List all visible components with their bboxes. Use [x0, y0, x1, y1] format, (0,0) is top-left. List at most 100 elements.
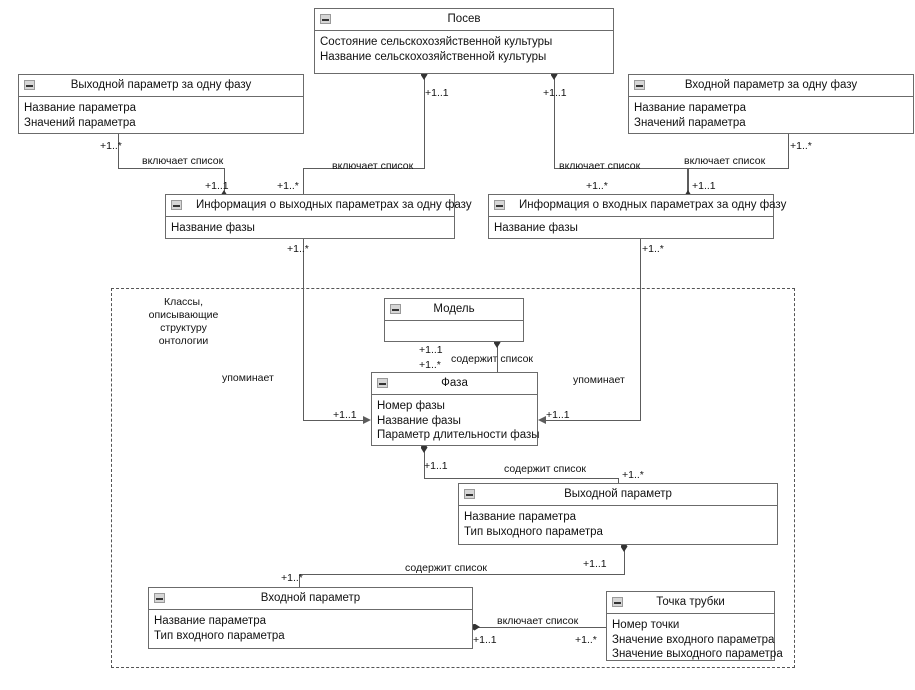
class-attributes-in-param-phase: Название параметра Значений параметра	[629, 97, 913, 135]
class-attribute: Название фазы	[494, 222, 578, 234]
composition-diamond-inparam-tube	[469, 623, 480, 631]
relation-label-outparam-inparam: содержит список	[405, 562, 488, 574]
class-attribute: Значение выходного параметра	[612, 648, 783, 660]
class-box-model[interactable]: Модель	[384, 298, 524, 342]
class-header-out-param: Выходной параметр	[459, 484, 777, 506]
class-box-in-param-phase[interactable]: Входной параметр за одну фазу Название п…	[628, 74, 914, 134]
connector-infoout-faza-vert	[303, 238, 304, 420]
multiplicity-infoin-left: +1..*	[586, 180, 608, 192]
connector-inphase-infoin-vert	[788, 133, 789, 168]
class-attribute: Значений параметра	[24, 116, 136, 129]
connector-outparam-inparam-vert	[624, 549, 625, 574]
multiplicity-infoin-right: +1..1	[692, 180, 716, 192]
class-title-model: Модель	[433, 303, 475, 315]
multiplicity-faza-left: +1..1	[333, 409, 357, 421]
connector-posev-infoin-vert	[554, 73, 555, 168]
multiplicity-outparam-up: +1..*	[622, 469, 644, 481]
class-attribute: Название параметра	[634, 102, 746, 114]
relation-label-outphase-infoout: включает список	[142, 155, 224, 167]
collapse-icon[interactable]	[171, 200, 182, 210]
ontology-structure-group-frame	[111, 288, 795, 668]
class-box-info-out[interactable]: Информация о выходных параметрах за одну…	[165, 194, 472, 241]
collapse-icon[interactable]	[390, 304, 401, 314]
class-header-tube-point: Точка трубки	[607, 592, 774, 614]
connector-faza-outparam-vert	[424, 450, 425, 478]
class-header-model: Модель	[385, 299, 523, 321]
class-attribute: Название фазы	[171, 222, 255, 234]
class-attribute: Тип входного параметра	[154, 629, 285, 642]
collapse-icon[interactable]	[464, 489, 475, 499]
composition-diamond-model-faza	[493, 337, 501, 348]
multiplicity-model-down: +1..1	[419, 344, 443, 356]
multiplicity-infoin-down: +1..*	[642, 243, 664, 255]
multiplicity-infoout-left: +1..1	[205, 180, 229, 192]
class-header-in-param-phase: Входной параметр за одну фазу	[629, 75, 913, 97]
class-attributes-in-param: Название параметра Тип входного параметр…	[149, 610, 472, 648]
class-title-posev: Посев	[447, 13, 481, 25]
relation-label-infoin-faza: упоминает	[573, 374, 625, 386]
connector-inparam-tube-horz	[473, 627, 606, 628]
class-header-out-param-phase: Выходной параметр за одну фазу	[19, 75, 303, 97]
collapse-icon[interactable]	[634, 80, 645, 90]
group-note-line-2: описывающие	[148, 309, 219, 321]
class-header-info-out: Информация о выходных параметрах за одну…	[166, 195, 472, 217]
class-title-tube-point: Точка трубки	[656, 596, 725, 608]
class-attribute: Название параметра	[464, 511, 576, 523]
class-attributes-posev: Состояние сельскохозяйственной культуры …	[315, 31, 613, 69]
connector-posev-infoin-drop	[687, 168, 688, 195]
relation-label-inphase-infoin: включает список	[684, 155, 766, 167]
class-attributes-model	[385, 321, 523, 342]
class-box-out-param[interactable]: Выходной параметр Название параметра Тип…	[458, 483, 778, 545]
arrowhead-infoout-faza	[363, 416, 371, 424]
connector-outphase-infoout-drop	[224, 168, 225, 195]
class-title-info-in: Информация о входных параметрах за одну …	[519, 199, 787, 211]
collapse-icon[interactable]	[320, 14, 331, 24]
class-attribute: Значение входного параметра	[612, 633, 775, 646]
relation-label-posev-infoout: включает список	[332, 160, 414, 172]
connector-outphase-infoout-vert	[118, 133, 119, 168]
class-attributes-out-param: Название параметра Тип выходного парамет…	[459, 506, 777, 544]
connector-posev-infoout-drop	[303, 168, 304, 195]
class-box-in-param[interactable]: Входной параметр Название параметра Тип …	[148, 587, 473, 649]
connector-infoin-faza-vert	[640, 238, 641, 420]
connector-inphase-infoin-drop	[688, 168, 689, 195]
composition-diamond-posev-infoin	[550, 69, 558, 80]
group-note-line-4: онтологии	[158, 335, 209, 347]
ontology-structure-group-note: Классы, описывающие структуру онтологии	[126, 296, 241, 348]
multiplicity-faza-down: +1..1	[424, 460, 448, 472]
multiplicity-inparam-up: +1..*	[281, 572, 303, 584]
collapse-icon[interactable]	[24, 80, 35, 90]
class-attribute: Название параметра	[154, 615, 266, 627]
class-box-tube-point[interactable]: Точка трубки Номер точки Значение входно…	[606, 591, 783, 661]
connector-outparam-inparam-horz	[299, 574, 625, 575]
collapse-icon[interactable]	[612, 597, 623, 607]
relation-label-inparam-tube: включает список	[497, 615, 579, 627]
class-attribute: Название фазы	[377, 414, 461, 427]
collapse-icon[interactable]	[154, 593, 165, 603]
connector-posev-infoout-vert	[424, 73, 425, 168]
group-note-line-3: структуру	[160, 322, 207, 334]
collapse-icon[interactable]	[494, 200, 505, 210]
class-box-info-in[interactable]: Информация о входных параметрах за одну …	[488, 194, 786, 239]
class-attributes-faza: Номер фазы Название фазы Параметр длител…	[372, 395, 540, 448]
class-attributes-tube-point: Номер точки Значение входного параметра …	[607, 614, 783, 667]
connector-posev-infoout-horz	[303, 168, 425, 169]
class-attribute: Название сельскохозяйственной культуры	[320, 50, 547, 63]
class-title-out-param: Выходной параметр	[564, 488, 672, 500]
class-box-posev[interactable]: Посев Состояние сельскохозяйственной кул…	[314, 8, 614, 74]
class-header-in-param: Входной параметр	[149, 588, 472, 610]
arrowhead-infoin-faza	[538, 416, 546, 424]
connector-infoin-faza-horz	[546, 420, 641, 421]
class-attribute: Номер точки	[612, 619, 680, 631]
relation-label-infoout-faza: упоминает	[222, 372, 274, 384]
collapse-icon[interactable]	[377, 378, 388, 388]
class-title-info-out: Информация о выходных параметрах за одну…	[196, 199, 472, 211]
class-attributes-info-out: Название фазы	[166, 217, 454, 241]
composition-diamond-posev-infoout	[420, 69, 428, 80]
multiplicity-outphase: +1..*	[100, 140, 122, 152]
class-box-faza[interactable]: Фаза Номер фазы Название фазы Параметр д…	[371, 372, 540, 448]
class-title-out-param-phase: Выходной параметр за одну фазу	[70, 79, 252, 91]
class-attribute: Параметр длительности фазы	[377, 429, 540, 441]
class-box-out-param-phase[interactable]: Выходной параметр за одну фазу Название …	[18, 74, 304, 134]
